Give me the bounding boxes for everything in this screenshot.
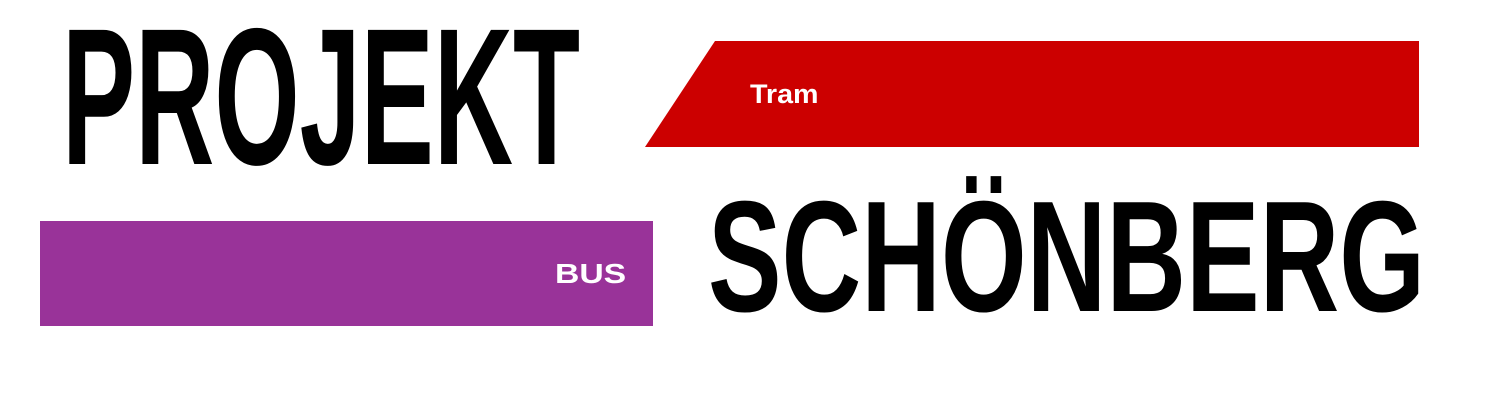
logo-line-schoenberg: SCHÖNBERG: [708, 169, 1426, 345]
tram-label: Tram: [750, 79, 819, 109]
tram-bar: [645, 41, 1419, 147]
logo-line-projekt: PROJEKT: [62, 0, 581, 206]
bus-label: BUS: [555, 258, 627, 289]
bus-bar: [40, 221, 653, 326]
